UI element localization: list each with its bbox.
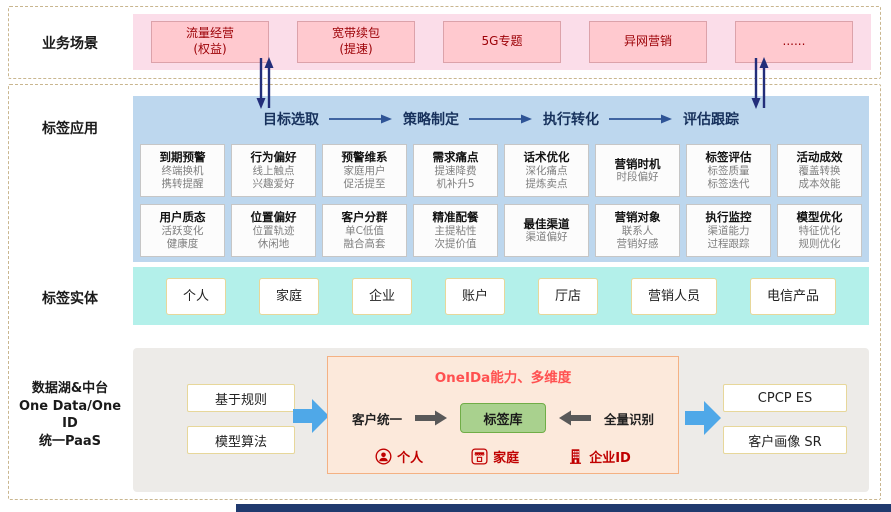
left-arrow-icon: [559, 410, 591, 426]
oneid-capability-box: OneIDa能力、多维度 客户统一 标签库 全量识别: [327, 356, 679, 474]
business-scenario-label: 业务场景: [42, 36, 98, 52]
input-box-rules: 基于规则: [187, 384, 295, 412]
scenario-box: 宽带续包 (提速): [297, 21, 415, 63]
entity-box: 家庭: [258, 277, 319, 315]
store-icon: [471, 448, 488, 465]
person-icon: [375, 448, 392, 465]
process-flow: 目标选取 策略制定 执行转化 评估跟踪: [133, 96, 869, 142]
flow-step: 策略制定: [403, 112, 459, 128]
tag-application-band: 目标选取 策略制定 执行转化 评估跟踪 到期预警 终端换机 携转提醒 行为偏好 …: [133, 96, 869, 262]
id-item-family: 家庭: [471, 447, 519, 466]
application-box: 位置偏好 位置轨迹 休闲地: [231, 204, 316, 257]
data-platform-band: 基于规则 模型算法 OneIDa能力、多维度 客户统一 标签库 全量识别: [133, 348, 869, 492]
flow-step: 目标选取: [263, 112, 319, 128]
business-scenario-frame: [8, 6, 881, 79]
tag-application-label: 标签应用: [42, 121, 98, 137]
right-arrow-icon: [415, 410, 447, 426]
entity-box: 电信产品: [749, 277, 836, 315]
application-box: 话术优化 深化痛点 提炼卖点: [504, 144, 589, 197]
application-box: 执行监控 渠道能力 过程跟踪: [686, 204, 771, 257]
scenario-box: 流量经营 (权益): [151, 21, 269, 63]
entity-box: 营销人员: [630, 277, 717, 315]
data-platform-label: 数据湖&中台 One Data/One ID 统一PaaS: [18, 381, 122, 449]
tag-store-box: 标签库: [460, 403, 546, 433]
scenario-box-line1: 5G专题: [481, 34, 523, 49]
scenario-box-line1: 宽带续包: [331, 26, 380, 41]
entity-box: 厅店: [537, 277, 598, 315]
id-item-person: 个人: [375, 447, 423, 466]
flow-arrow-icon: [329, 114, 392, 124]
output-box-customer-portrait-sr: 客户画像 SR: [723, 426, 847, 454]
application-box: 模型优化 特征优化 规则优化: [777, 204, 862, 257]
bidirectional-arrow-icon: [751, 57, 769, 109]
entity-box: 账户: [444, 277, 505, 315]
application-box: 需求痛点 提速降费 机补升5: [413, 144, 498, 197]
full-identify-label: 全量识别: [604, 411, 655, 427]
application-box: 预警维系 家庭用户 促活提至: [322, 144, 407, 197]
scenario-box-line1: ......: [782, 34, 806, 49]
main-frame: [8, 84, 881, 500]
application-box: 用户质态 活跃变化 健康度: [140, 204, 225, 257]
scenario-box: 5G专题: [443, 21, 561, 63]
scenario-box-line1: 异网营销: [623, 34, 672, 49]
right-arrow-icon: [293, 399, 329, 433]
application-box: 活动成效 覆盖转换 成本效能: [777, 144, 862, 197]
id-item-enterprise: 企业ID: [567, 447, 631, 466]
application-box-row-2: 用户质态 活跃变化 健康度 位置偏好 位置轨迹 休闲地 客户分群 单C低值 融合…: [133, 204, 869, 257]
flow-step: 评估跟踪: [683, 112, 739, 128]
oneid-title: OneIDa能力、多维度: [434, 370, 572, 386]
scenario-box: ......: [735, 21, 853, 63]
tag-entity-label: 标签实体: [42, 291, 98, 307]
bidirectional-arrow-icon: [256, 57, 274, 109]
scenario-box-line1: 流量经营: [185, 26, 234, 41]
flow-arrow-icon: [469, 114, 532, 124]
scenario-box: 异网营销: [589, 21, 707, 63]
application-box: 到期预警 终端换机 携转提醒: [140, 144, 225, 197]
application-box: 精准配餐 主提粘性 次提价值: [413, 204, 498, 257]
entity-box: 个人: [165, 277, 226, 315]
application-box: 标签评估 标签质量 标签迭代: [686, 144, 771, 197]
flow-arrow-icon: [609, 114, 672, 124]
application-box: 营销时机 时段偏好: [595, 144, 680, 197]
application-box-row-1: 到期预警 终端换机 携转提醒 行为偏好 线上触点 兴趣爱好 预警维系 家庭用户 …: [133, 144, 869, 197]
oneid-flow: 客户统一 标签库 全量识别: [328, 403, 678, 433]
tag-entity-band: 个人 家庭 企业 账户 厅店 营销人员 电信产品: [133, 267, 869, 325]
input-box-model: 模型算法: [187, 426, 295, 454]
oneid-id-types: 个人 家庭: [328, 447, 678, 466]
entity-box: 企业: [351, 277, 412, 315]
output-box-cpcp-es: CPCP ES: [723, 384, 847, 412]
application-box: 营销对象 联系人 营销好感: [595, 204, 680, 257]
customer-unify-label: 客户统一: [351, 411, 402, 427]
application-box: 客户分群 单C低值 融合高套: [322, 204, 407, 257]
application-box: 最佳渠道 渠道偏好: [504, 204, 589, 257]
right-arrow-icon: [685, 401, 721, 435]
scenario-box-line2: (权益): [193, 42, 227, 56]
bottom-bar: [236, 504, 891, 512]
business-scenario-band: 流量经营 (权益) 宽带续包 (提速) 5G专题 异网营销 ......: [133, 14, 871, 70]
flow-step: 执行转化: [543, 112, 599, 128]
building-icon: [570, 449, 582, 464]
application-box: 行为偏好 线上触点 兴趣爱好: [231, 144, 316, 197]
scenario-box-line2: (提速): [339, 42, 373, 56]
